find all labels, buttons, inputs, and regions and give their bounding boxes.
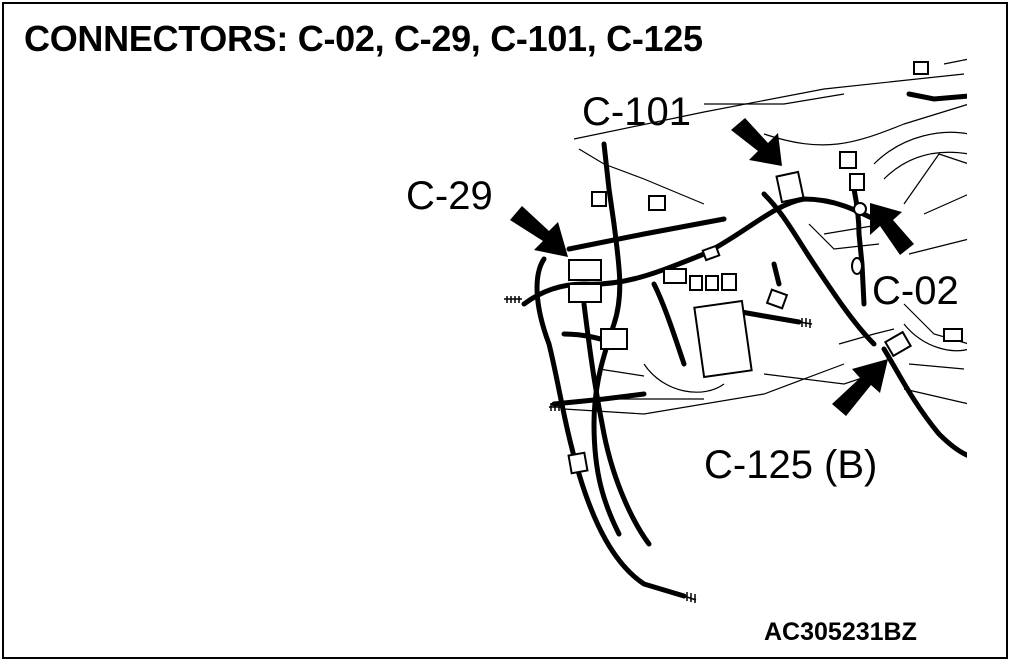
connector-c101 bbox=[775, 170, 805, 204]
connector-part bbox=[943, 328, 963, 342]
connector-c29-lower bbox=[568, 283, 602, 303]
arrow-c02 bbox=[870, 203, 914, 255]
connector-part bbox=[648, 195, 666, 211]
harness-wires bbox=[521, 91, 972, 599]
connector-part bbox=[663, 268, 687, 284]
connector-part bbox=[567, 451, 589, 475]
right-margin-mask bbox=[967, 44, 1006, 604]
connector-part bbox=[849, 173, 865, 191]
connector-part bbox=[705, 275, 719, 291]
dashboard-outline bbox=[563, 58, 970, 415]
connector-part bbox=[701, 244, 721, 262]
label-c29: C-29 bbox=[406, 174, 493, 218]
connector-c125 bbox=[883, 330, 913, 358]
connector-part bbox=[591, 191, 607, 207]
connector-c02 bbox=[853, 202, 867, 216]
wire-ends bbox=[504, 296, 813, 603]
connectors bbox=[567, 61, 963, 475]
arrow-c125 bbox=[832, 359, 888, 416]
connector-part bbox=[913, 61, 929, 75]
diagram-title: CONNECTORS: C-02, C-29, C-101, C-125 bbox=[24, 18, 703, 59]
label-c125: C-125 (B) bbox=[704, 443, 877, 487]
connector-part bbox=[839, 151, 857, 169]
connector-part bbox=[689, 275, 703, 291]
connector-c29-upper bbox=[568, 259, 602, 281]
arrow-c29 bbox=[510, 206, 568, 257]
figure-code: AC305231BZ bbox=[764, 618, 917, 646]
junction-block bbox=[693, 299, 753, 379]
connector-part bbox=[721, 273, 737, 291]
connector-part bbox=[851, 257, 863, 275]
label-c101: C-101 bbox=[582, 90, 691, 134]
wiring-harness-illustration: C-101 C-29 C-02 C-125 (B) bbox=[406, 44, 1006, 604]
connector-part bbox=[600, 328, 628, 350]
arrow-c101 bbox=[731, 118, 782, 166]
pointer-arrows bbox=[510, 118, 914, 416]
connector-part bbox=[765, 288, 789, 310]
label-c02: C-02 bbox=[872, 269, 959, 313]
